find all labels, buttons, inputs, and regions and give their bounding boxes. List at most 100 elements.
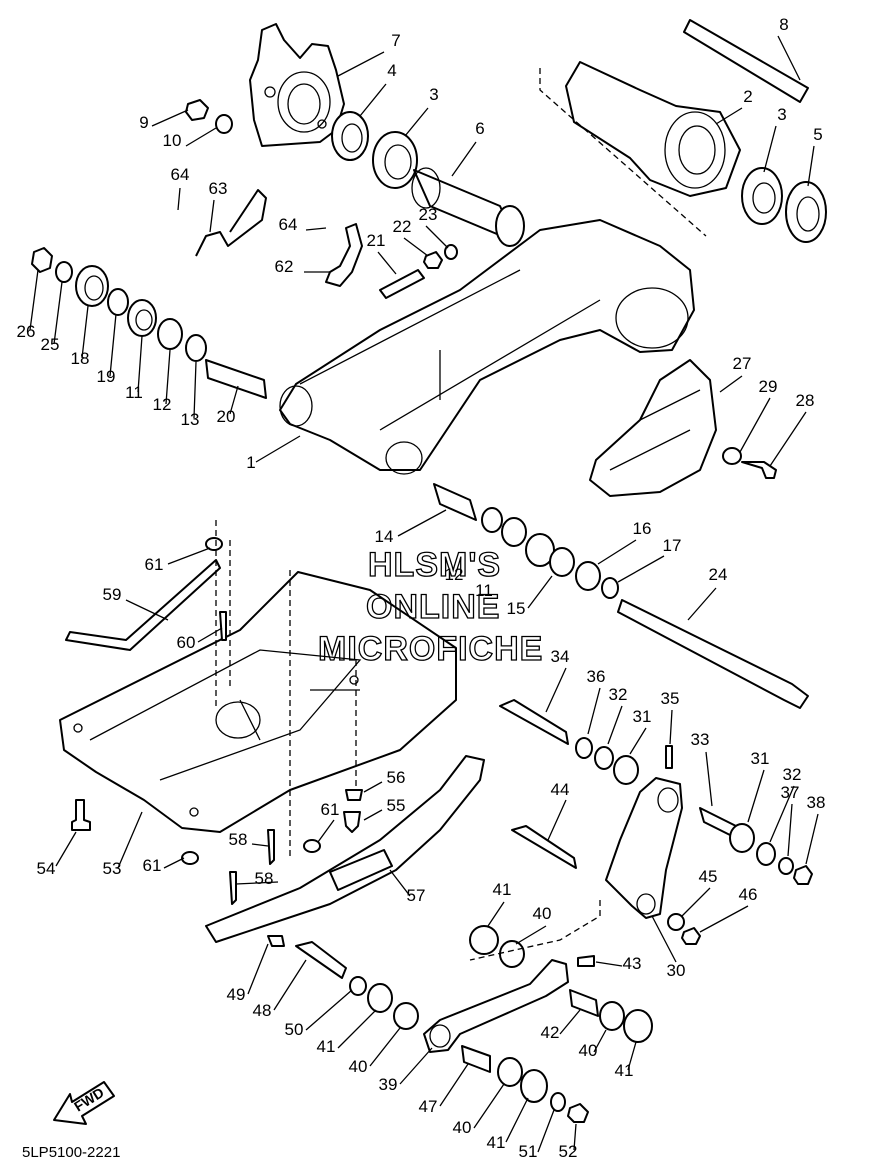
nut-part-22: [423, 251, 443, 269]
callout-c56: 56: [387, 768, 406, 787]
seal-part-32-left: [594, 746, 614, 770]
callout-c39: 39: [379, 1075, 398, 1094]
callout-c15: 15: [507, 599, 526, 618]
callout-c12a: 12: [153, 395, 172, 414]
callout-c3a: 3: [429, 85, 438, 104]
pivot-shaft-part-24: [617, 599, 809, 709]
callout-c64a: 64: [171, 165, 190, 184]
grease-nipple-part-43: [577, 955, 595, 967]
callout-c4: 4: [387, 61, 396, 80]
seal-part-41-right: [623, 1009, 653, 1043]
callout-c6: 6: [475, 119, 484, 138]
callout-c41d: 41: [487, 1133, 506, 1152]
chain-guide-part-27: [589, 359, 717, 497]
callout-c5: 5: [813, 125, 822, 144]
washer-part-16: [575, 561, 601, 591]
callout-c31a: 31: [633, 707, 652, 726]
washer-part-61-left: [181, 851, 199, 865]
callout-c41b: 41: [317, 1037, 336, 1056]
nut-part-52: [567, 1103, 589, 1123]
callout-c47: 47: [419, 1097, 438, 1116]
skid-plate-part-53: [59, 571, 457, 833]
rivet-part-58-lower: [229, 871, 237, 905]
callout-c54: 54: [37, 859, 56, 878]
bearing-part-40-bottom: [497, 1057, 523, 1087]
callout-c40a: 40: [533, 904, 552, 923]
washer-part-10: [215, 114, 233, 134]
callout-c28: 28: [796, 391, 815, 410]
callout-c49: 49: [227, 985, 246, 1004]
callout-c2: 2: [743, 87, 752, 106]
callout-c62: 62: [275, 257, 294, 276]
swingarm-part-1: [279, 219, 695, 475]
callout-c45: 45: [699, 867, 718, 886]
bearing-part-31-left: [613, 755, 639, 785]
washer-part-25: [55, 261, 73, 283]
washer-part-45: [667, 913, 685, 931]
callout-c3b: 3: [777, 105, 786, 124]
bolt-part-56: [345, 789, 363, 801]
nut-part-38: [793, 865, 813, 885]
watermark-line3: MICROFICHE: [318, 630, 543, 668]
washer-part-61-top: [205, 537, 223, 551]
callout-c30: 30: [667, 961, 686, 980]
callout-c12b: 12: [445, 565, 464, 584]
bearing-part-40-left: [393, 1002, 419, 1030]
callout-c25: 25: [41, 335, 60, 354]
callout-c14: 14: [375, 527, 394, 546]
callout-c42: 42: [541, 1023, 560, 1042]
bearing-part-31-right: [729, 823, 755, 853]
strap-part-59: [65, 559, 221, 651]
callout-c61a: 61: [145, 555, 164, 574]
pivot-shaft-part-8: [683, 19, 809, 103]
seal-part-13-mid: [481, 507, 503, 533]
callout-c44: 44: [551, 780, 570, 799]
callout-c8: 8: [779, 15, 788, 34]
bearing-part-3-right: [741, 167, 783, 225]
callout-c48: 48: [253, 1001, 272, 1020]
washer-part-29: [722, 447, 742, 465]
washer-part-50: [349, 976, 367, 996]
bolt-part-54: [71, 799, 91, 831]
watermark-line2: ONLINE: [366, 588, 500, 626]
washer-part-23: [444, 244, 458, 260]
bolt-part-44: [511, 825, 577, 869]
callout-c1: 1: [246, 453, 255, 472]
washer-part-37: [778, 857, 794, 875]
diagram-code: 5LP5100-2221: [22, 1144, 120, 1161]
rivet-part-60: [219, 611, 227, 641]
oil-seal-part-4: [331, 111, 369, 161]
bearing-part-11-left: [127, 299, 157, 337]
seal-part-41-bottom: [520, 1069, 548, 1103]
callout-c35: 35: [661, 689, 680, 708]
seal-part-13: [185, 334, 207, 362]
callout-c58b: 58: [255, 869, 274, 888]
swingarm-housing-part-2: [565, 61, 741, 197]
callout-c46: 46: [739, 885, 758, 904]
watermark: HLSM'S ONLINE MICROFICHE: [317, 545, 543, 668]
callout-c58a: 58: [229, 830, 248, 849]
callout-c27: 27: [733, 354, 752, 373]
callout-c38: 38: [807, 793, 826, 812]
callout-c31b: 31: [751, 749, 770, 768]
callout-c41c: 41: [615, 1061, 634, 1080]
callout-c29: 29: [759, 377, 778, 396]
bolt-part-9: [185, 99, 209, 121]
washer-part-51: [550, 1092, 566, 1112]
collar-part-6: [411, 167, 525, 247]
callout-c43: 43: [623, 954, 642, 973]
oil-seal-part-5: [785, 181, 827, 243]
cable-holder-part-63: [195, 189, 267, 257]
callout-c57: 57: [407, 886, 426, 905]
callout-c32a: 32: [609, 685, 628, 704]
callout-c17: 17: [663, 536, 682, 555]
collar-part-47: [461, 1045, 491, 1073]
callout-c11a: 11: [125, 383, 143, 402]
grease-nipple-part-35: [665, 745, 673, 769]
callout-c7: 7: [391, 31, 400, 50]
callout-c18: 18: [71, 349, 90, 368]
callout-c40d: 40: [453, 1118, 472, 1137]
relay-arm-part-30: [605, 777, 683, 919]
